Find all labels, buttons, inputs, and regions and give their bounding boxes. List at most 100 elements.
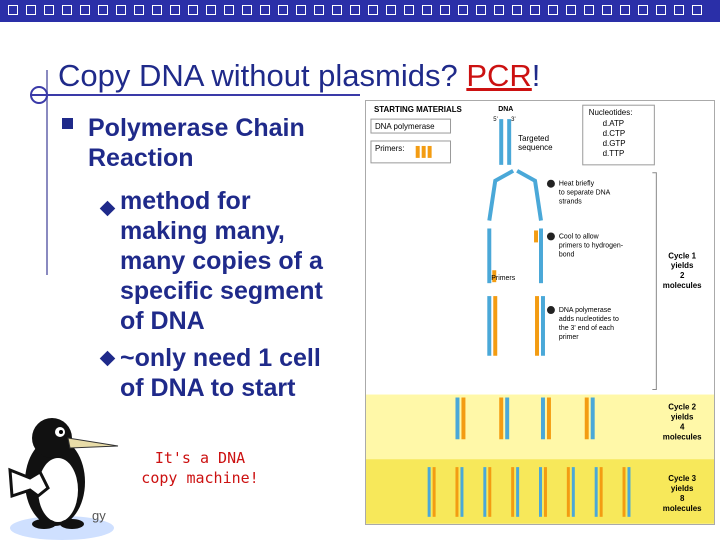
banner-square (242, 5, 252, 15)
banner-square (350, 5, 360, 15)
step-2-line: primers to hydrogen- (559, 242, 623, 249)
molecule-strand (455, 397, 460, 440)
molecule-strand (594, 467, 598, 517)
banner-square (260, 5, 270, 15)
penguin-beak (67, 437, 119, 449)
sub-bullet-line: method for (120, 187, 251, 215)
banner-square (422, 5, 432, 15)
banner-square (692, 5, 702, 15)
primers-label: Primers (491, 275, 515, 282)
title-pcr: PCR (466, 58, 532, 93)
dna-polymerase-box (370, 118, 452, 134)
cycle2-label: 4 (680, 422, 685, 431)
penguin-foot (60, 519, 84, 529)
primers-material-label: Primers: (375, 144, 405, 153)
banner-square (296, 5, 306, 15)
banner-square (584, 5, 594, 15)
diamond-bullet (99, 350, 116, 367)
cycle2-label: Cycle 2 (668, 402, 696, 411)
title-text: Copy DNA without plasmids? (58, 58, 467, 93)
banner-square (224, 5, 234, 15)
separated-strand (487, 169, 515, 221)
primer-bound (492, 270, 497, 283)
molecule-strand (627, 467, 631, 517)
banner-square (530, 5, 540, 15)
nucleotide-label: d.ATP (603, 119, 624, 128)
cycle3-label: molecules (663, 504, 702, 513)
banner-square (458, 5, 468, 15)
primer-glyph (427, 145, 432, 158)
molecule-strand (622, 467, 626, 517)
slide-title: Copy DNA without plasmids? PCR! (58, 58, 540, 94)
step-1-line: to separate DNA (559, 190, 611, 197)
sub-bullet-line: ~only need 1 cell (120, 344, 321, 372)
top-banner (0, 0, 720, 22)
banner-square (80, 5, 90, 15)
banner-square (44, 5, 54, 15)
penguin-quote: It's a DNA copy machine! (135, 448, 265, 488)
separated-strand (516, 169, 543, 221)
penguin-pupil (59, 430, 63, 434)
banner-square (656, 5, 666, 15)
banner-square (566, 5, 576, 15)
step-2-line: bond (559, 251, 575, 258)
title-underline (30, 94, 360, 96)
single-strand (487, 228, 492, 284)
targeted-label: Targeted (518, 134, 549, 143)
cycle2-region (366, 394, 714, 460)
penguin-belly (38, 458, 78, 522)
banner-square (386, 5, 396, 15)
nucleotide-label: d.GTP (603, 139, 626, 148)
molecule-strand (540, 397, 545, 440)
banner-square (404, 5, 414, 15)
dna-polymerase-label: DNA polymerase (375, 122, 435, 131)
nucleotide-label: d.CTP (603, 129, 626, 138)
step-3-marker (546, 306, 555, 314)
sub-bullet-line: of DNA to start (120, 374, 296, 402)
banner-square (332, 5, 342, 15)
sub-bullet-2: ~only need 1 cell of DNA to start (120, 343, 321, 403)
step-2-line: Cool to allow (559, 233, 600, 240)
molecule-strand (455, 467, 459, 517)
footer-text: gy (92, 508, 106, 523)
banner-square (8, 5, 18, 15)
main-bullet-line: Reaction (88, 144, 194, 172)
step-1-marker (546, 179, 555, 188)
diamond-bullet (99, 200, 116, 217)
cycle2-label: molecules (663, 432, 702, 441)
banner-square (170, 5, 180, 15)
template-strand (499, 119, 504, 165)
banner-square (314, 5, 324, 15)
molecule-strand (461, 397, 466, 440)
banner-square (620, 5, 630, 15)
sub-bullet-1: method for making many, many copies of a… (120, 186, 323, 336)
step-1-line: Heat briefly (559, 181, 595, 188)
primer-glyph (415, 145, 420, 158)
banner-square (674, 5, 684, 15)
banner-square (206, 5, 216, 15)
banner-square (98, 5, 108, 15)
step-3-line: the 3' end of each (559, 325, 614, 332)
molecule-strand (546, 397, 551, 440)
three-prime-label: 3' (511, 117, 515, 123)
molecule-strand (432, 467, 436, 517)
molecule-strand (584, 397, 589, 440)
banner-square (26, 5, 36, 15)
banner-square (134, 5, 144, 15)
single-strand (539, 228, 543, 284)
banner-square (602, 5, 612, 15)
sub-bullet-line: making many, (120, 217, 285, 245)
nucleotides-title: Nucleotides: (589, 108, 633, 117)
main-bullet-line: Polymerase Chain (88, 114, 305, 142)
cycle1-label: molecules (663, 281, 702, 290)
step-3-line: primer (559, 334, 579, 341)
cycle3-label: 8 (680, 494, 685, 503)
cycle1-label: 2 (680, 271, 685, 280)
penguin-mascot-icon (8, 418, 119, 540)
cycle2-label: yields (671, 412, 694, 421)
banner-square (548, 5, 558, 15)
banner-square (476, 5, 486, 15)
molecule-strand (543, 467, 547, 517)
molecule-strand (599, 467, 603, 517)
molecule-strand (516, 467, 520, 517)
